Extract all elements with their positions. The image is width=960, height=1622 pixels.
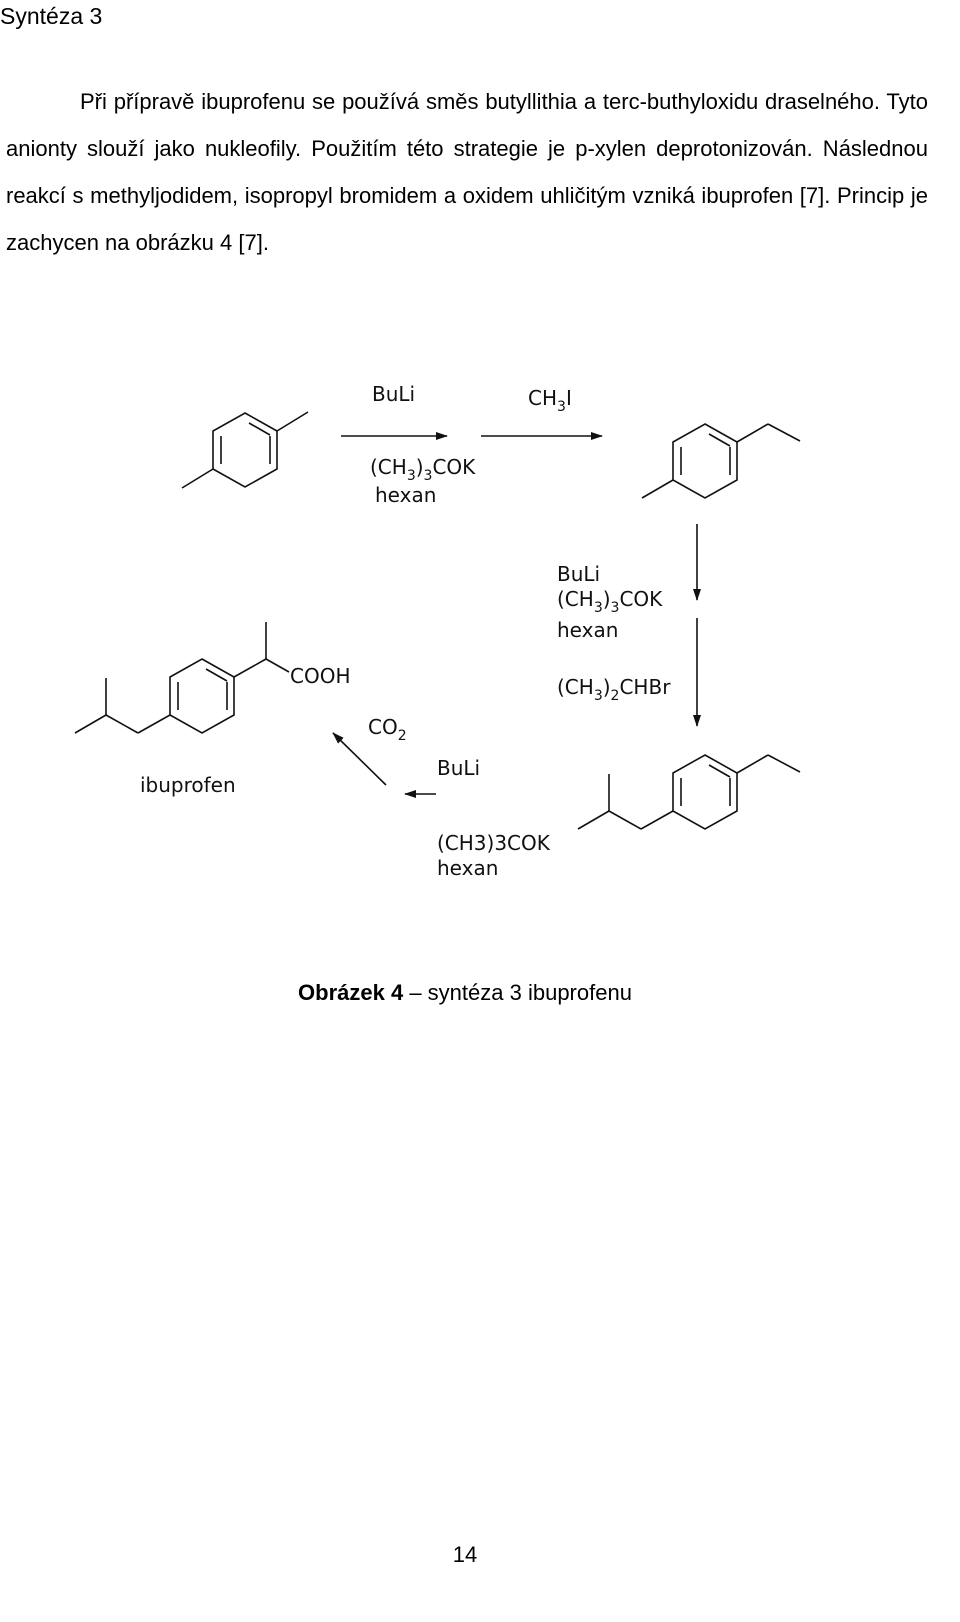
section-heading: Syntéza 3 xyxy=(0,3,103,29)
synthesis-scheme: BuLi (CH3)3COK hexan CH3I BuLi (CH3)3COK… xyxy=(74,382,801,880)
step3-solvent: hexan xyxy=(557,618,618,642)
caption-label: Obrázek 4 xyxy=(298,980,404,1005)
step3-reagent-buli: BuLi xyxy=(557,562,600,586)
body-paragraph: Při přípravě ibuprofenu se používá směs … xyxy=(6,78,928,266)
ibuprofen-structure xyxy=(74,622,290,734)
p-xylene-structure xyxy=(181,411,309,489)
isobutylethylbenzene-structure xyxy=(577,754,801,830)
step4-reagent-buli: BuLi xyxy=(437,756,480,780)
step4-reagent-co2: CO2 xyxy=(368,715,407,744)
step4-reagent-base: (CH3)3COK xyxy=(437,831,551,855)
ibuprofen-label: ibuprofen xyxy=(140,773,236,797)
reaction-arrow-step4b xyxy=(332,732,387,786)
paragraph-text: Při přípravě ibuprofenu se používá směs … xyxy=(6,89,928,255)
ethyltoluene-structure xyxy=(641,423,801,499)
step1-reagent-base: (CH3)3COK xyxy=(370,455,476,484)
step4-solvent: hexan xyxy=(437,856,498,880)
step2-reagent-ch3i: CH3I xyxy=(528,386,572,415)
figure-caption: Obrázek 4 – syntéza 3 ibuprofenu xyxy=(0,977,930,1009)
step3-reagent-base: (CH3)3COK xyxy=(557,587,663,616)
page-number: 14 xyxy=(452,1542,478,1567)
ibuprofen-cooh-group: COOH xyxy=(290,664,351,688)
step1-reagent-buli: BuLi xyxy=(372,382,415,406)
step1-solvent: hexan xyxy=(375,483,436,507)
step3-reagent-alkyl: (CH3)2CHBr xyxy=(557,675,671,704)
caption-text: – syntéza 3 ibuprofenu xyxy=(403,980,632,1005)
